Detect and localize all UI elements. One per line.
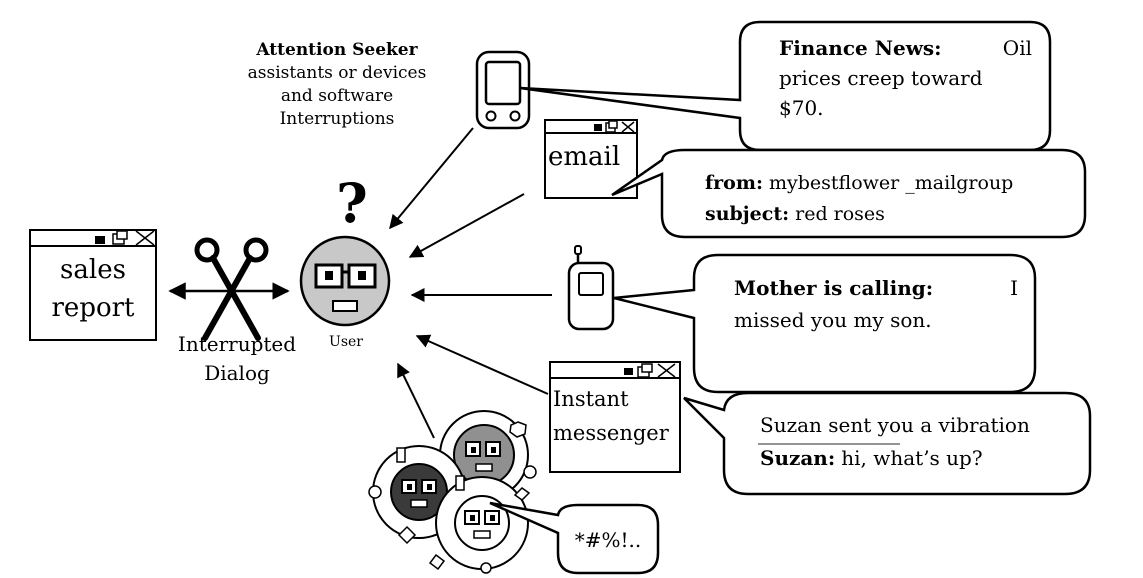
arrow-from-email — [408, 193, 525, 258]
sales-report-line-1: sales — [60, 255, 126, 285]
email-window: email — [544, 119, 638, 199]
attention-seeker-title: Attention Seeker — [255, 40, 418, 60]
user-label: User — [329, 334, 363, 350]
curse-bubble: *#%!.. — [489, 501, 660, 575]
interrupted-line-2: Dialog — [204, 361, 270, 385]
agent-light-icon — [428, 475, 531, 574]
window-controls-icon — [624, 363, 676, 378]
interruption-arrows — [389, 127, 552, 439]
messenger-bubble: Suzan sent you a vibration Suzan:hi, wha… — [683, 391, 1092, 496]
instant-messenger-window: Instant messenger — [549, 361, 681, 473]
finance-news-line-2: prices creep toward — [779, 66, 983, 90]
email-from-value: mybestflower _mailgroup — [769, 172, 1013, 194]
messenger-line-1: Suzan sent you a vibration — [760, 413, 1030, 437]
attention-seeker-line-2: and software — [281, 86, 393, 106]
email-subject-value: red roses — [795, 203, 885, 225]
question-mark-icon: ? — [336, 171, 368, 235]
messenger-sender-label: Suzan: — [760, 446, 835, 470]
finance-news-line-1: Oil — [1003, 36, 1032, 60]
sales-report-window: sales report — [29, 229, 157, 341]
arrow-from-agents — [397, 362, 435, 439]
mother-calling-line-2: missed you my son. — [734, 308, 932, 332]
email-subject-label: subject: — [705, 203, 789, 225]
sales-report-line-2: report — [52, 293, 136, 323]
interrupted-line-1: Interrupted — [178, 332, 296, 356]
finance-news-label: Finance News: — [779, 36, 942, 60]
user-face-icon — [299, 235, 391, 327]
mother-calling-line-1: I — [1010, 276, 1018, 300]
email-subject-line: subject: red roses — [705, 203, 885, 225]
finance-news-bubble: Finance News: Oil prices creep toward $7… — [519, 20, 1052, 152]
mother-calling-label: Mother is calling: — [734, 276, 933, 300]
scissors-icon — [194, 237, 269, 341]
messenger-message-text: hi, what’s up? — [841, 446, 982, 470]
window-controls-icon — [95, 230, 155, 246]
attention-seeker-line-3: Interruptions — [280, 109, 395, 129]
messenger-title-line-1: Instant — [553, 387, 629, 411]
email-bubble: from: mybestflower _mailgroup subject: red… — [611, 148, 1087, 239]
email-from-label: from: — [705, 172, 763, 194]
email-from-line: from: mybestflower _mailgroup — [705, 172, 1013, 194]
messenger-title-line-2: messenger — [553, 421, 670, 445]
finance-news-line-3: $70. — [779, 96, 824, 120]
pda-icon — [475, 50, 531, 130]
window-controls-icon — [594, 120, 635, 133]
curse-text: *#%!.. — [575, 528, 642, 552]
software-agents-cluster — [368, 410, 537, 574]
attention-seeker-caption: Attention Seeker assistants or devices a… — [248, 40, 427, 129]
phone-call-bubble: Mother is calling: I missed you my son. — [613, 253, 1037, 394]
arrow-from-pda — [389, 127, 474, 230]
mobile-phone-icon — [567, 245, 615, 331]
interrupted-dialog-caption: Interrupted Dialog — [178, 332, 296, 385]
attention-seeker-line-1: assistants or devices — [248, 63, 427, 83]
messenger-line-2: Suzan:hi, what’s up? — [760, 446, 983, 470]
arrow-from-messenger — [415, 334, 549, 395]
email-window-title: email — [548, 142, 620, 172]
